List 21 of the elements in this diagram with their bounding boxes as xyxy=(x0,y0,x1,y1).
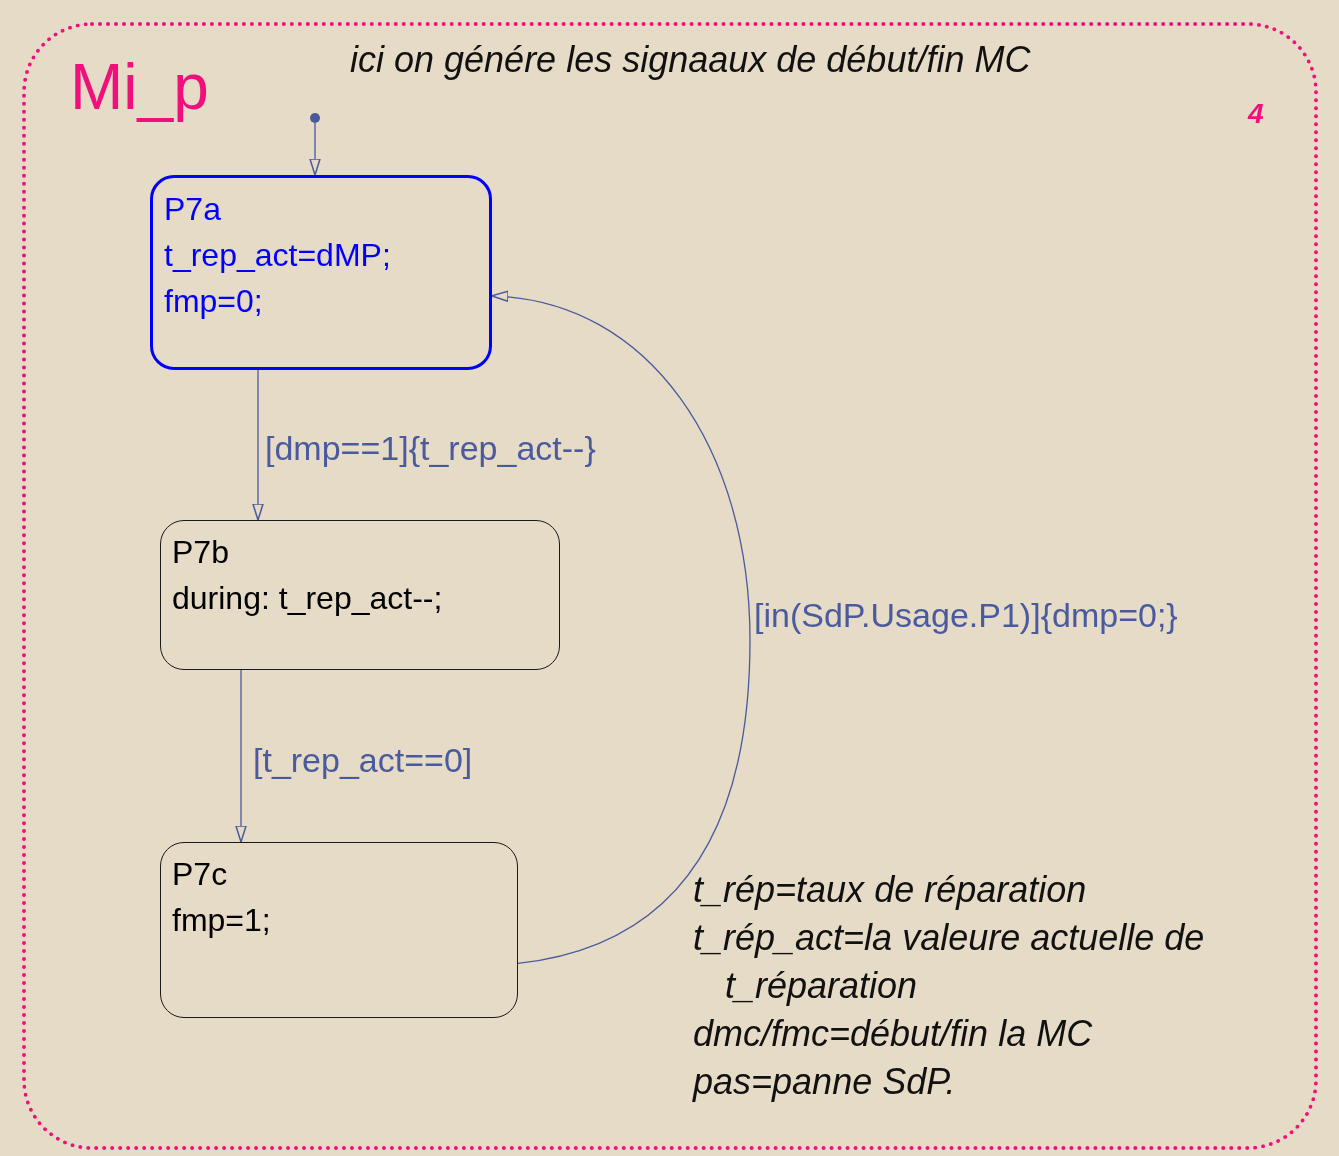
state-box xyxy=(160,520,560,670)
state-name: P7c xyxy=(172,855,229,894)
state-name: P7b xyxy=(172,533,230,572)
state-name: P7a xyxy=(164,190,222,229)
chart-name: Mi_p xyxy=(70,50,209,124)
note-text: t_rép=taux de réparation xyxy=(693,868,1087,912)
state-box xyxy=(160,842,518,1018)
state-action: fmp=0; xyxy=(164,282,264,321)
state-action: t_rep_act=dMP; xyxy=(164,236,392,275)
state-box xyxy=(150,175,492,370)
chart-number: 4 xyxy=(1248,97,1264,131)
start-dot xyxy=(310,113,320,123)
note-text: pas=panne SdP. xyxy=(693,1060,956,1104)
transition-arrow xyxy=(309,122,321,176)
transition-arrow xyxy=(491,291,751,965)
comment-text: ici on génére les signaaux de début/fin MC xyxy=(350,38,1031,82)
note-text: dmc/fmc=début/fin la MC xyxy=(693,1012,1093,1056)
transition-arrow xyxy=(252,369,264,521)
state-action: during: t_rep_act--; xyxy=(172,579,444,618)
state-action: fmp=1; xyxy=(172,901,272,940)
transition-arrow xyxy=(235,669,247,843)
